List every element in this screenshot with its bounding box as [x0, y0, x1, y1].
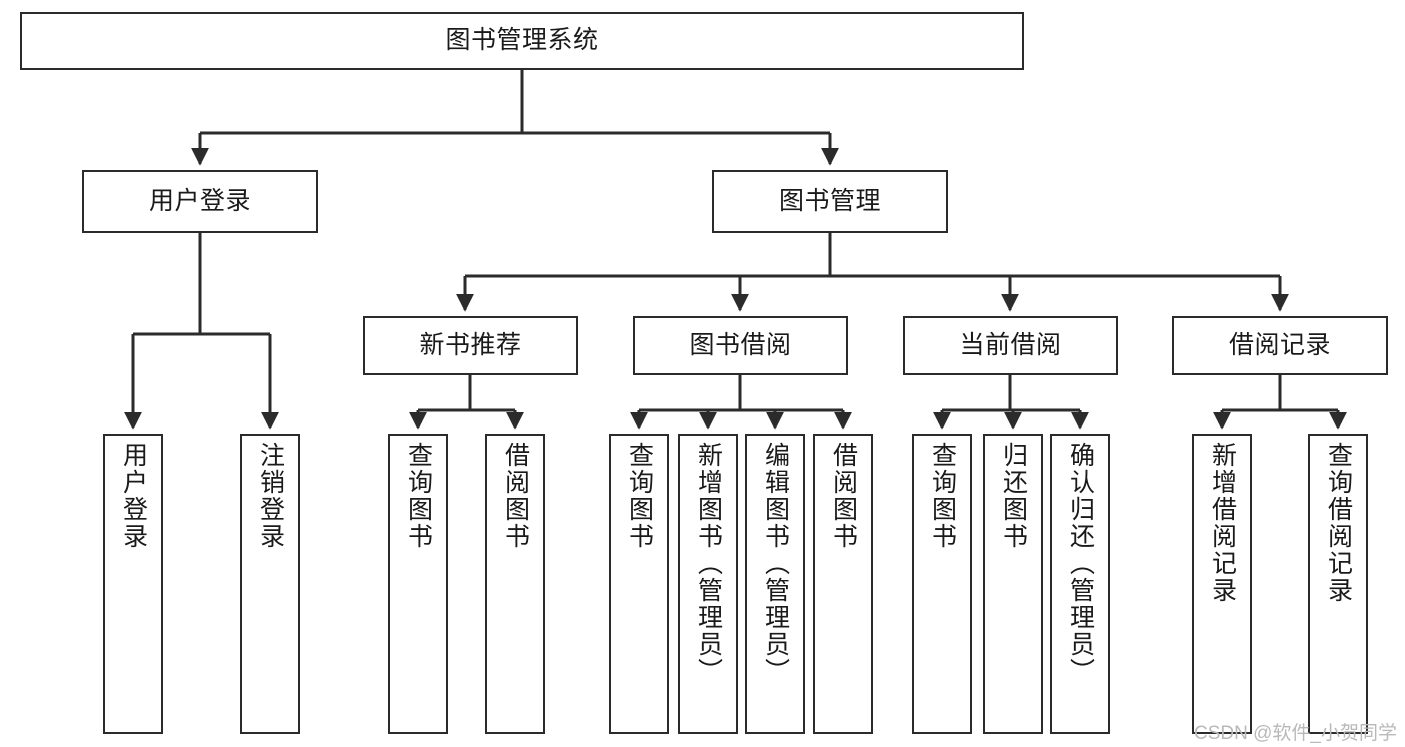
- node-leaf-query-borrow-record[interactable]: 查询借阅记录: [1308, 434, 1368, 734]
- node-book-management[interactable]: 图书管理: [712, 170, 948, 233]
- node-label: 借阅图书: [501, 442, 530, 550]
- node-label: 查询图书: [625, 442, 654, 550]
- node-leaf-logout-login[interactable]: 注销登录: [240, 434, 300, 734]
- node-label: 用户登录: [148, 186, 251, 215]
- node-borrow-record[interactable]: 借阅记录: [1172, 316, 1388, 375]
- node-label: 注销登录: [256, 442, 285, 550]
- node-leaf-user-login[interactable]: 用户登录: [103, 434, 163, 734]
- node-label: 确认归还（管理员）: [1066, 442, 1095, 685]
- node-book-borrow[interactable]: 图书借阅: [633, 316, 848, 375]
- node-leaf-borrow-books[interactable]: 借阅图书: [813, 434, 873, 734]
- node-label: 查询借阅记录: [1324, 442, 1353, 604]
- node-label: 编辑图书（管理员）: [761, 442, 790, 685]
- node-label: 借阅图书: [829, 442, 858, 550]
- node-label: 图书管理: [778, 186, 881, 215]
- node-label: 新增借阅记录: [1208, 442, 1237, 604]
- node-leaf-return-books[interactable]: 归还图书: [983, 434, 1043, 734]
- node-label: 图书管理系统: [445, 26, 599, 55]
- node-leaf-add-book-admin[interactable]: 新增图书（管理员）: [678, 434, 738, 734]
- node-current-borrow[interactable]: 当前借阅: [903, 316, 1118, 375]
- node-book-management-system[interactable]: 图书管理系统: [20, 12, 1024, 70]
- node-label: 图书借阅: [689, 330, 792, 359]
- node-label: 查询图书: [404, 442, 433, 550]
- node-label: 新增图书（管理员）: [694, 442, 723, 685]
- node-leaf-borrow-books-recommend[interactable]: 借阅图书: [485, 434, 545, 734]
- node-label: 当前借阅: [959, 330, 1062, 359]
- node-user-login[interactable]: 用户登录: [82, 170, 318, 233]
- node-leaf-query-books-current[interactable]: 查询图书: [912, 434, 972, 734]
- node-label: 借阅记录: [1228, 330, 1331, 359]
- node-label: 查询图书: [928, 442, 957, 550]
- node-leaf-edit-book-admin[interactable]: 编辑图书（管理员）: [745, 434, 805, 734]
- node-new-book-recommend[interactable]: 新书推荐: [363, 316, 578, 375]
- node-leaf-add-borrow-record[interactable]: 新增借阅记录: [1192, 434, 1252, 734]
- node-leaf-query-books-borrow[interactable]: 查询图书: [609, 434, 669, 734]
- node-label: 用户登录: [119, 442, 148, 550]
- node-label: 新书推荐: [419, 330, 522, 359]
- node-leaf-confirm-return-admin[interactable]: 确认归还（管理员）: [1050, 434, 1110, 734]
- node-label: 归还图书: [999, 442, 1028, 550]
- node-leaf-query-books-recommend[interactable]: 查询图书: [388, 434, 448, 734]
